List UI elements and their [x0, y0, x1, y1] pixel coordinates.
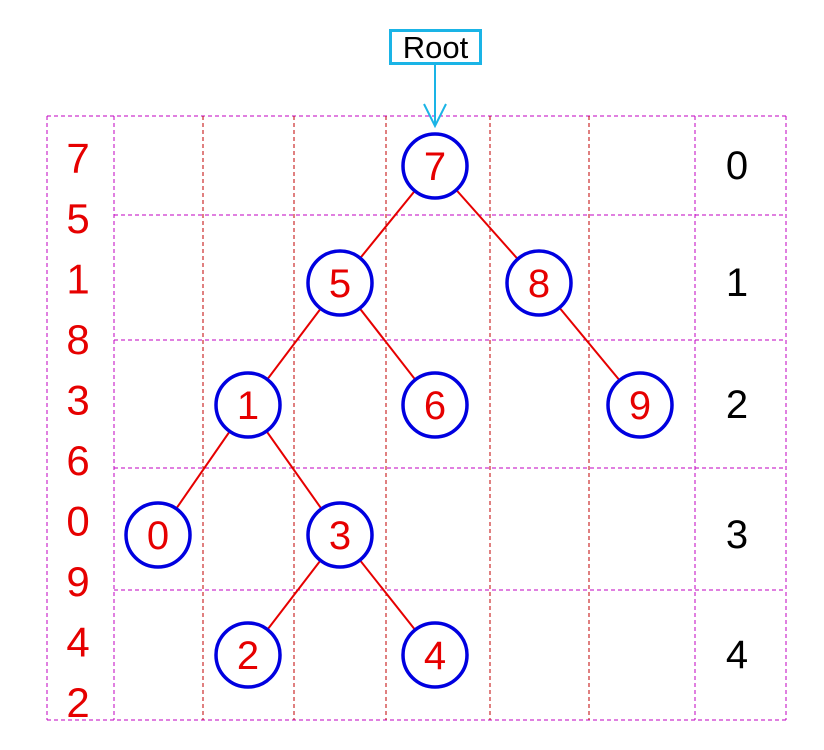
- node-circle: [401, 132, 469, 200]
- node-circle: [124, 501, 192, 569]
- sequence-value: 8: [66, 316, 89, 363]
- tree-node: 1: [214, 371, 282, 439]
- tree-node: 2: [214, 621, 282, 689]
- node-value: 5: [329, 262, 351, 306]
- sequence-value: 9: [66, 558, 89, 605]
- tree-node: 4: [401, 621, 469, 689]
- node-value: 0: [147, 514, 169, 558]
- node-circle: [606, 371, 674, 439]
- sequence-value: 0: [66, 498, 89, 545]
- node-circle: [214, 621, 282, 689]
- root-arrow-head: [423, 103, 447, 129]
- node-value: 4: [424, 634, 446, 678]
- sequence-value: 6: [66, 437, 89, 484]
- node-value: 8: [528, 262, 550, 306]
- tree-node: 8: [505, 249, 573, 317]
- node-circle: [505, 249, 573, 317]
- sequence-value: 3: [66, 377, 89, 424]
- level-label: 2: [726, 383, 748, 427]
- tree-node: 3: [306, 501, 374, 569]
- tree-node: 6: [401, 371, 469, 439]
- insertion-sequence: 7 5 1 8 3 6 0 9 4 2: [66, 135, 89, 727]
- grid: [46, 115, 787, 721]
- node-value: 1: [237, 384, 259, 428]
- level-label: 3: [726, 513, 748, 557]
- node-value: 9: [629, 384, 651, 428]
- root-label: Root: [389, 29, 482, 65]
- sequence-value: 1: [66, 256, 89, 303]
- level-labels: 0 1 2 3 4: [726, 144, 748, 677]
- sequence-value: 7: [66, 135, 89, 182]
- tree-node: 7: [401, 132, 469, 200]
- node-circle: [306, 501, 374, 569]
- tree-node: 0: [124, 501, 192, 569]
- node-value: 6: [424, 384, 446, 428]
- tree-node: 5: [306, 249, 374, 317]
- node-circle: [401, 371, 469, 439]
- node-circle: [401, 621, 469, 689]
- node-value: 3: [329, 514, 351, 558]
- tree-node: 9: [606, 371, 674, 439]
- level-label: 4: [726, 633, 748, 677]
- node-value: 7: [424, 145, 446, 189]
- node-circle: [306, 249, 374, 317]
- sequence-value: 5: [66, 195, 89, 242]
- level-label: 1: [726, 261, 748, 305]
- nodes: 7 5 8 1 6 9 0 3 2 4: [124, 132, 674, 689]
- sequence-value: 4: [66, 619, 89, 666]
- sequence-value: 2: [66, 679, 89, 726]
- root-arrow: [423, 65, 447, 129]
- node-value: 2: [237, 634, 259, 678]
- node-circle: [214, 371, 282, 439]
- level-label: 0: [726, 144, 748, 188]
